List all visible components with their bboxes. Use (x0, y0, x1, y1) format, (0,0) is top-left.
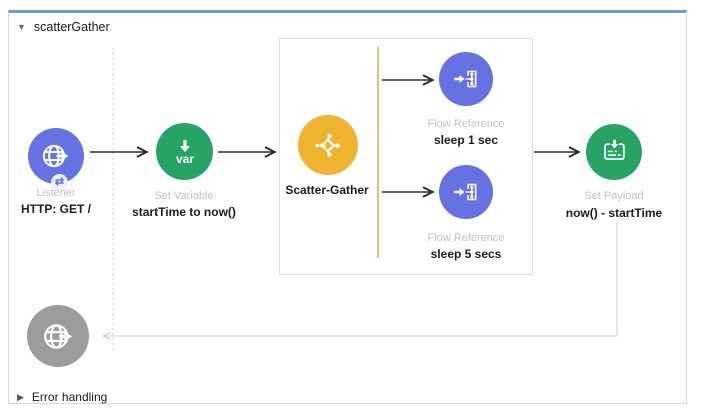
listener-type-label: Listener (36, 187, 76, 199)
set-variable-var-icon: var (175, 139, 194, 165)
flow-reference-icon (454, 70, 477, 88)
set-payload-type-label: Set Payload (584, 190, 644, 202)
set-variable-operation-label: startTime to now() (132, 205, 236, 219)
expand-error-handling-icon[interactable]: ▶ (17, 391, 24, 402)
listener-operation-label: HTTP: GET / (21, 202, 91, 216)
collapse-flow-icon[interactable]: ▼ (17, 21, 26, 32)
flow-reference-1-type-label: Flow Reference (427, 118, 505, 130)
flow-reference-2-node[interactable] (439, 165, 493, 219)
svg-text:var: var (175, 151, 193, 165)
scatter-gather-label: Scatter-Gather (285, 183, 369, 197)
set-variable-type-label: Set Variable (154, 190, 214, 202)
error-handling-source-node[interactable] (27, 305, 89, 367)
flow-header: ▼ scatterGather (17, 20, 110, 34)
flow-reference-2-operation-label: sleep 5 secs (430, 247, 502, 261)
set-payload-operation-label: now() - startTime (565, 206, 663, 220)
flow-title: scatterGather (33, 20, 110, 34)
error-handling-section[interactable]: ▶ Error handling (17, 390, 107, 404)
scatter-gather-icon (314, 133, 340, 157)
scatter-gather-node[interactable] (298, 115, 358, 175)
set-variable-node[interactable]: var (156, 123, 213, 180)
globe-arrow-gray-icon (43, 323, 72, 349)
flow-reference-icon (454, 183, 477, 201)
error-handling-label: Error handling (31, 390, 108, 404)
flow-reference-1-node[interactable] (439, 52, 493, 106)
flow-reference-2-type-label: Flow Reference (427, 232, 505, 244)
set-payload-icon (603, 139, 625, 160)
set-payload-node[interactable] (586, 124, 642, 180)
http-listener-globe-icon (42, 144, 69, 168)
flow-reference-1-operation-label: sleep 1 sec (433, 133, 499, 147)
sync-badge-icon: ⇄ (51, 174, 68, 191)
